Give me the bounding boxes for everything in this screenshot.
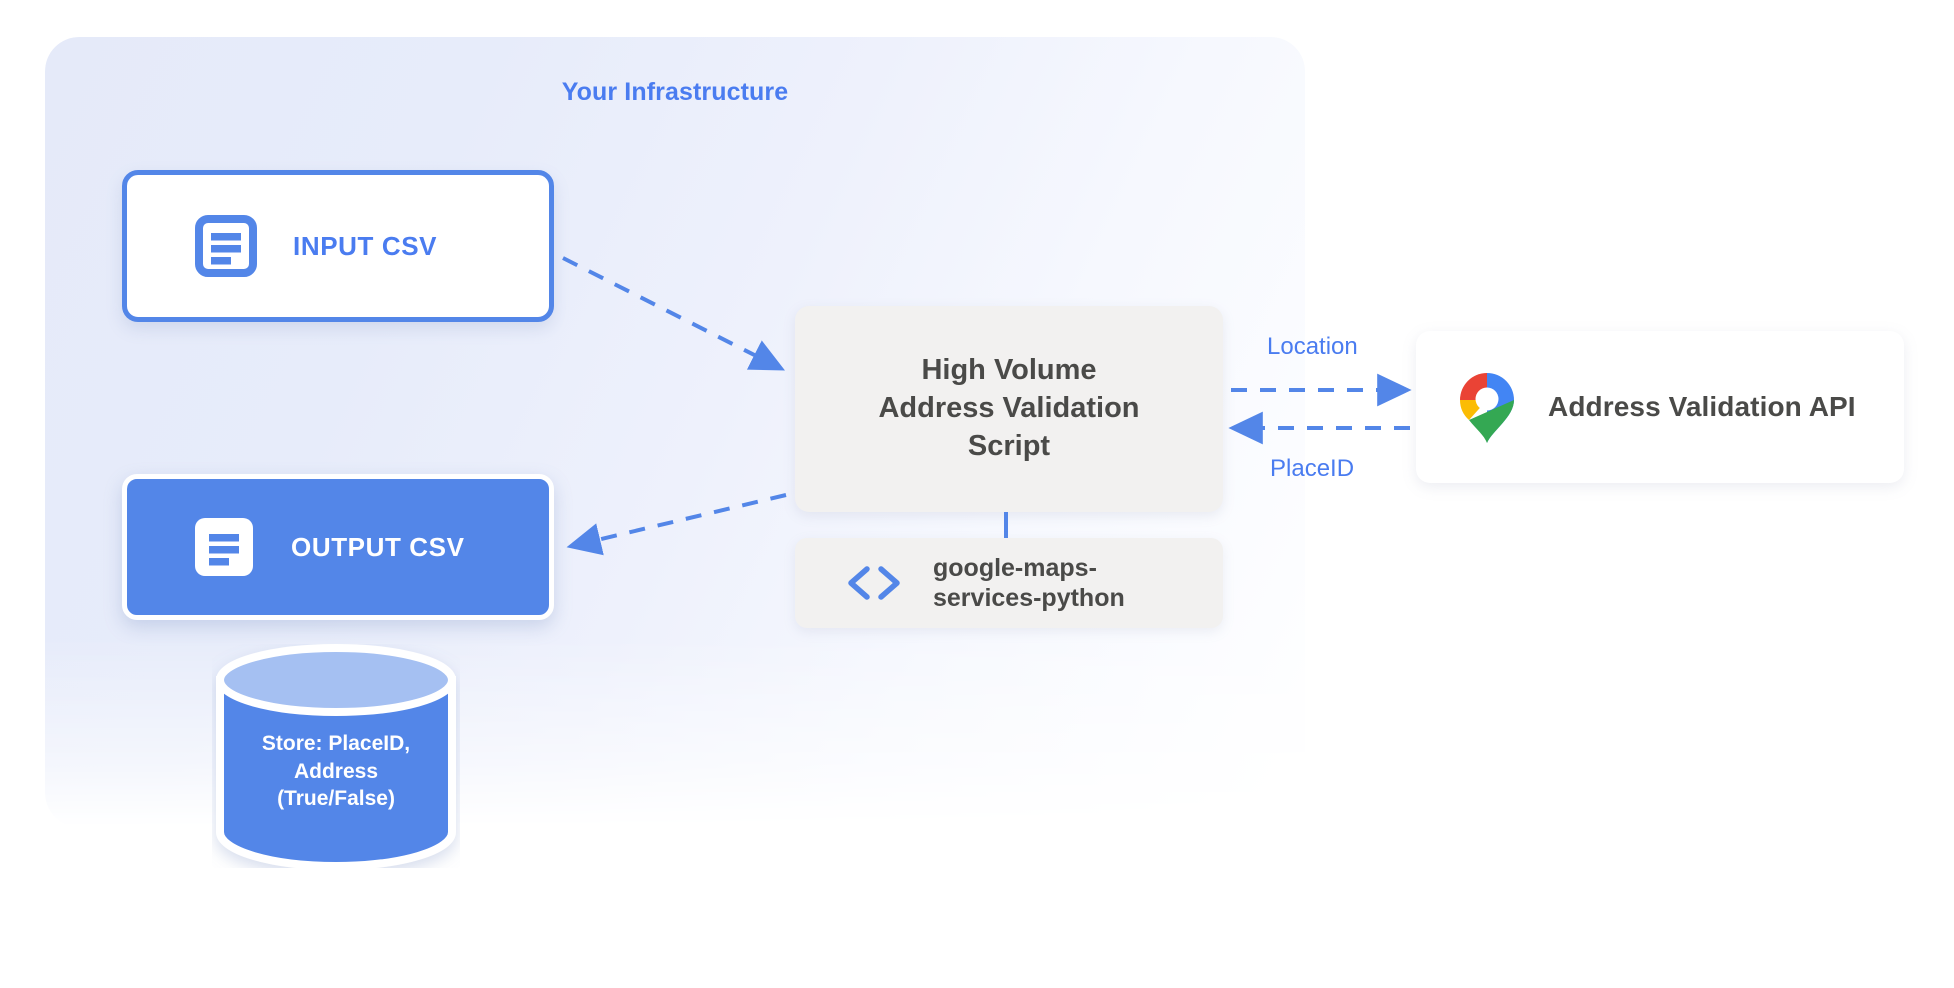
script-line-3: Script bbox=[967, 429, 1051, 462]
infrastructure-title: Your Infrastructure bbox=[561, 78, 789, 106]
node-input-csv[interactable]: INPUT CSV bbox=[122, 170, 554, 322]
library-label-block: google-maps- services-python bbox=[933, 553, 1125, 614]
node-address-validation-api[interactable]: Address Validation API bbox=[1416, 331, 1904, 483]
node-script[interactable]: High Volume Address Validation Script bbox=[795, 306, 1223, 512]
edge-label-placeid: PlaceID bbox=[1270, 455, 1355, 482]
script-line-2: Address Validation bbox=[878, 392, 1140, 425]
input-csv-label: INPUT CSV bbox=[293, 230, 438, 261]
script-text-block: High Volume Address Validation Script bbox=[860, 352, 1157, 465]
google-maps-pin-icon bbox=[1460, 373, 1514, 443]
edge-label-location: Location bbox=[1267, 333, 1358, 360]
api-label: Address Validation API bbox=[1548, 391, 1856, 422]
script-line-1: High Volume bbox=[921, 354, 1097, 387]
node-output-csv[interactable]: OUTPUT CSV bbox=[122, 474, 554, 620]
library-line-1: google-maps- bbox=[933, 553, 1097, 582]
document-icon bbox=[195, 215, 257, 277]
code-brackets-icon bbox=[848, 566, 900, 600]
output-csv-label: OUTPUT CSV bbox=[291, 531, 465, 562]
script-library-connector bbox=[1004, 512, 1008, 538]
node-library[interactable]: google-maps- services-python bbox=[795, 538, 1223, 628]
library-line-2: services-python bbox=[933, 584, 1125, 612]
database-cylinder-icon[interactable] bbox=[212, 644, 460, 868]
document-icon bbox=[195, 518, 253, 576]
